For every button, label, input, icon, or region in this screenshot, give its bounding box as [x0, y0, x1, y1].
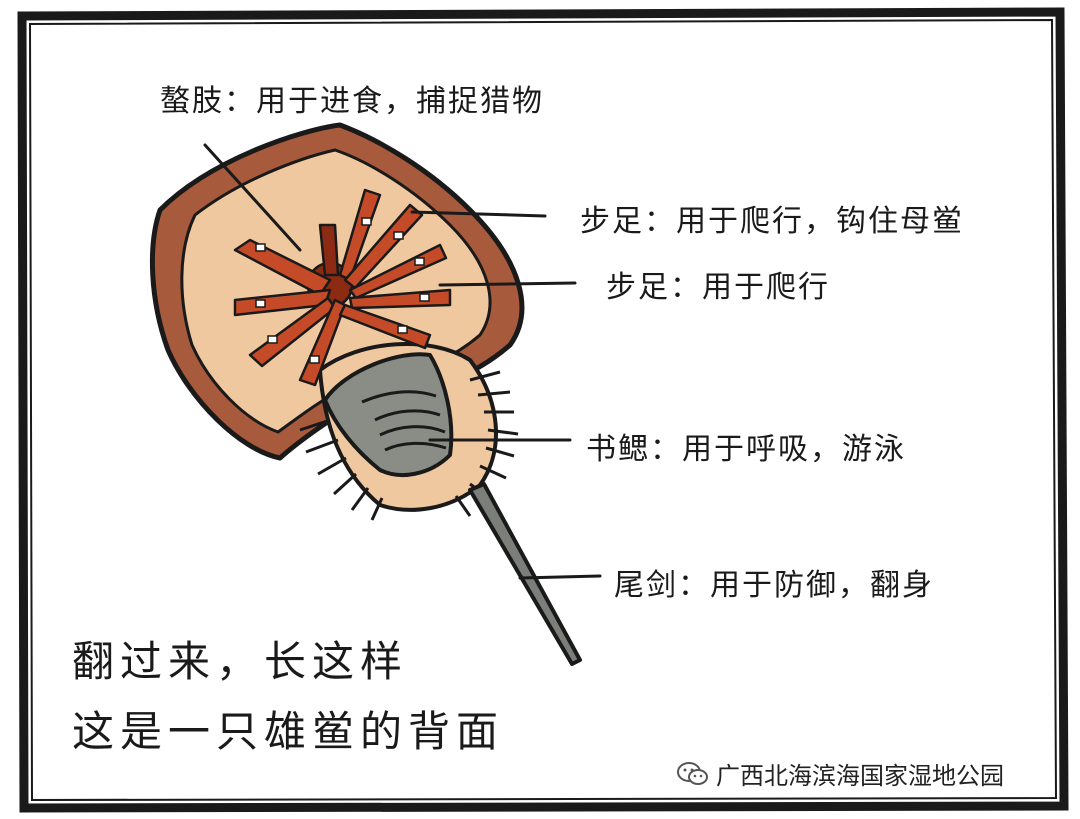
label-chelicera: 螯肢：用于进食，捕捉猎物 — [160, 84, 544, 119]
wechat-icon — [677, 761, 708, 785]
gill-segments — [361, 390, 447, 452]
label-book-gills: 书鳃：用于呼吸，游泳 — [586, 432, 906, 467]
source-watermark: 广西北海滨海国家湿地公园 — [676, 756, 1004, 791]
caption-line-1: 翻过来，长这样 — [72, 637, 409, 686]
abdomen — [299, 342, 519, 521]
picture-frame — [17, 7, 1069, 813]
caption-line-2: 这是一只雄鲎的背面 — [72, 707, 505, 756]
source-name: 广西北海滨海国家湿地公园 — [716, 762, 1004, 790]
label-walking-legs: 步足：用于爬行 — [606, 270, 830, 305]
pointer-legs-hook — [410, 210, 547, 218]
pointer-lines — [203, 143, 602, 580]
pointer-legs — [438, 281, 577, 287]
label-walking-legs-hook: 步足：用于爬行，钩住母鲎 — [580, 204, 964, 239]
pointer-telson — [518, 574, 602, 580]
pointer-chelicera — [203, 143, 302, 252]
telson — [468, 482, 582, 666]
label-telson: 尾剑：用于防御，翻身 — [614, 568, 934, 603]
leg-joints — [255, 217, 430, 364]
